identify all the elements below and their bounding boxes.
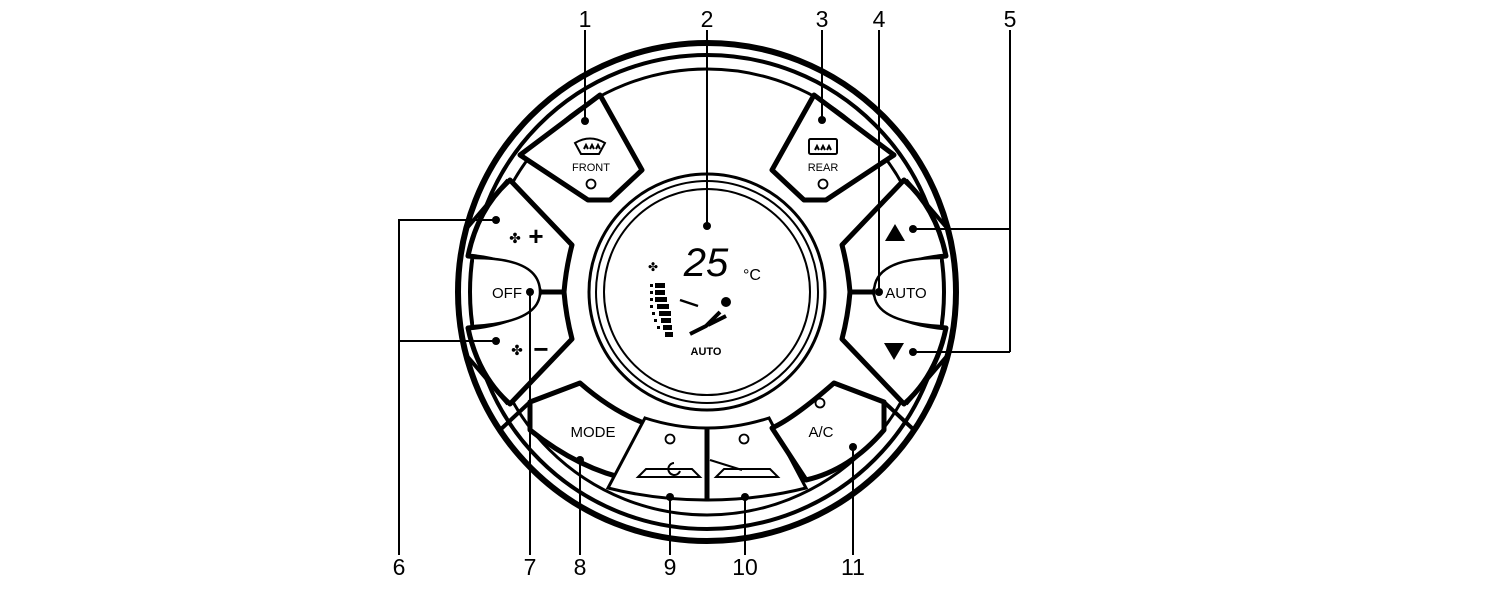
fan-down-symbol: − (533, 334, 548, 364)
svg-text:✤: ✤ (648, 260, 658, 274)
fresh-air-icon (709, 459, 781, 478)
rear-defrost-indicator (817, 178, 829, 190)
triangle-up-icon (885, 224, 905, 241)
auto-button[interactable]: AUTO (872, 256, 941, 328)
rear-defrost-icon (808, 138, 838, 155)
callout-9: 9 (664, 554, 677, 580)
fan-up-symbol: + (528, 221, 543, 251)
rear-defrost-label: REAR (808, 162, 839, 174)
fresh-air-indicator (738, 433, 750, 445)
auto-label: AUTO (885, 285, 926, 302)
callout-2: 2 (701, 6, 714, 32)
front-defrost-label: FRONT (572, 162, 610, 174)
callout-4: 4 (873, 6, 886, 32)
front-defrost-indicator (585, 178, 597, 190)
callout-numbers: 1 2 3 4 5 6 7 8 9 10 11 (393, 6, 1017, 580)
callout-dots (492, 116, 917, 501)
recirculation-icon (635, 462, 703, 478)
callout-10: 10 (732, 554, 758, 580)
callout-7: 7 (524, 554, 537, 580)
lcd-unit: °C (743, 267, 761, 284)
callout-3: 3 (816, 6, 829, 32)
svg-text:25: 25 (683, 241, 729, 285)
off-label: OFF (492, 285, 522, 302)
lcd-temperature: 25 °C (683, 241, 761, 285)
fan-speed-up-button[interactable]: ✤ + (465, 177, 575, 295)
front-defrost-icon (573, 137, 607, 155)
mode-label: MODE (571, 424, 616, 441)
front-defrost-button[interactable]: FRONT (517, 92, 645, 203)
off-button[interactable]: OFF (473, 256, 542, 328)
callout-8: 8 (574, 554, 587, 580)
ac-label: A/C (808, 424, 833, 441)
recirculation-button[interactable] (605, 416, 708, 502)
callout-leader-lines (398, 30, 1011, 555)
ac-button[interactable]: A/C (769, 380, 887, 483)
triangle-down-icon (884, 343, 904, 360)
callout-5: 5 (1004, 6, 1017, 32)
ac-indicator (814, 397, 826, 409)
recirculation-indicator (664, 433, 676, 445)
fan-icon: ✤ (511, 342, 523, 358)
fan-speed-bars: ✤ (648, 260, 673, 337)
lcd-auto-indicator: AUTO (691, 346, 722, 358)
callout-1: 1 (579, 6, 592, 32)
fresh-air-button[interactable] (706, 416, 809, 502)
rear-defrost-button[interactable]: REAR (769, 92, 897, 203)
airflow-person-icon (679, 297, 731, 336)
fan-icon: ✤ (509, 230, 521, 246)
callout-11: 11 (841, 554, 865, 580)
display-panel: 25 °C ✤ AUTO (587, 172, 827, 412)
callout-6: 6 (393, 554, 406, 580)
